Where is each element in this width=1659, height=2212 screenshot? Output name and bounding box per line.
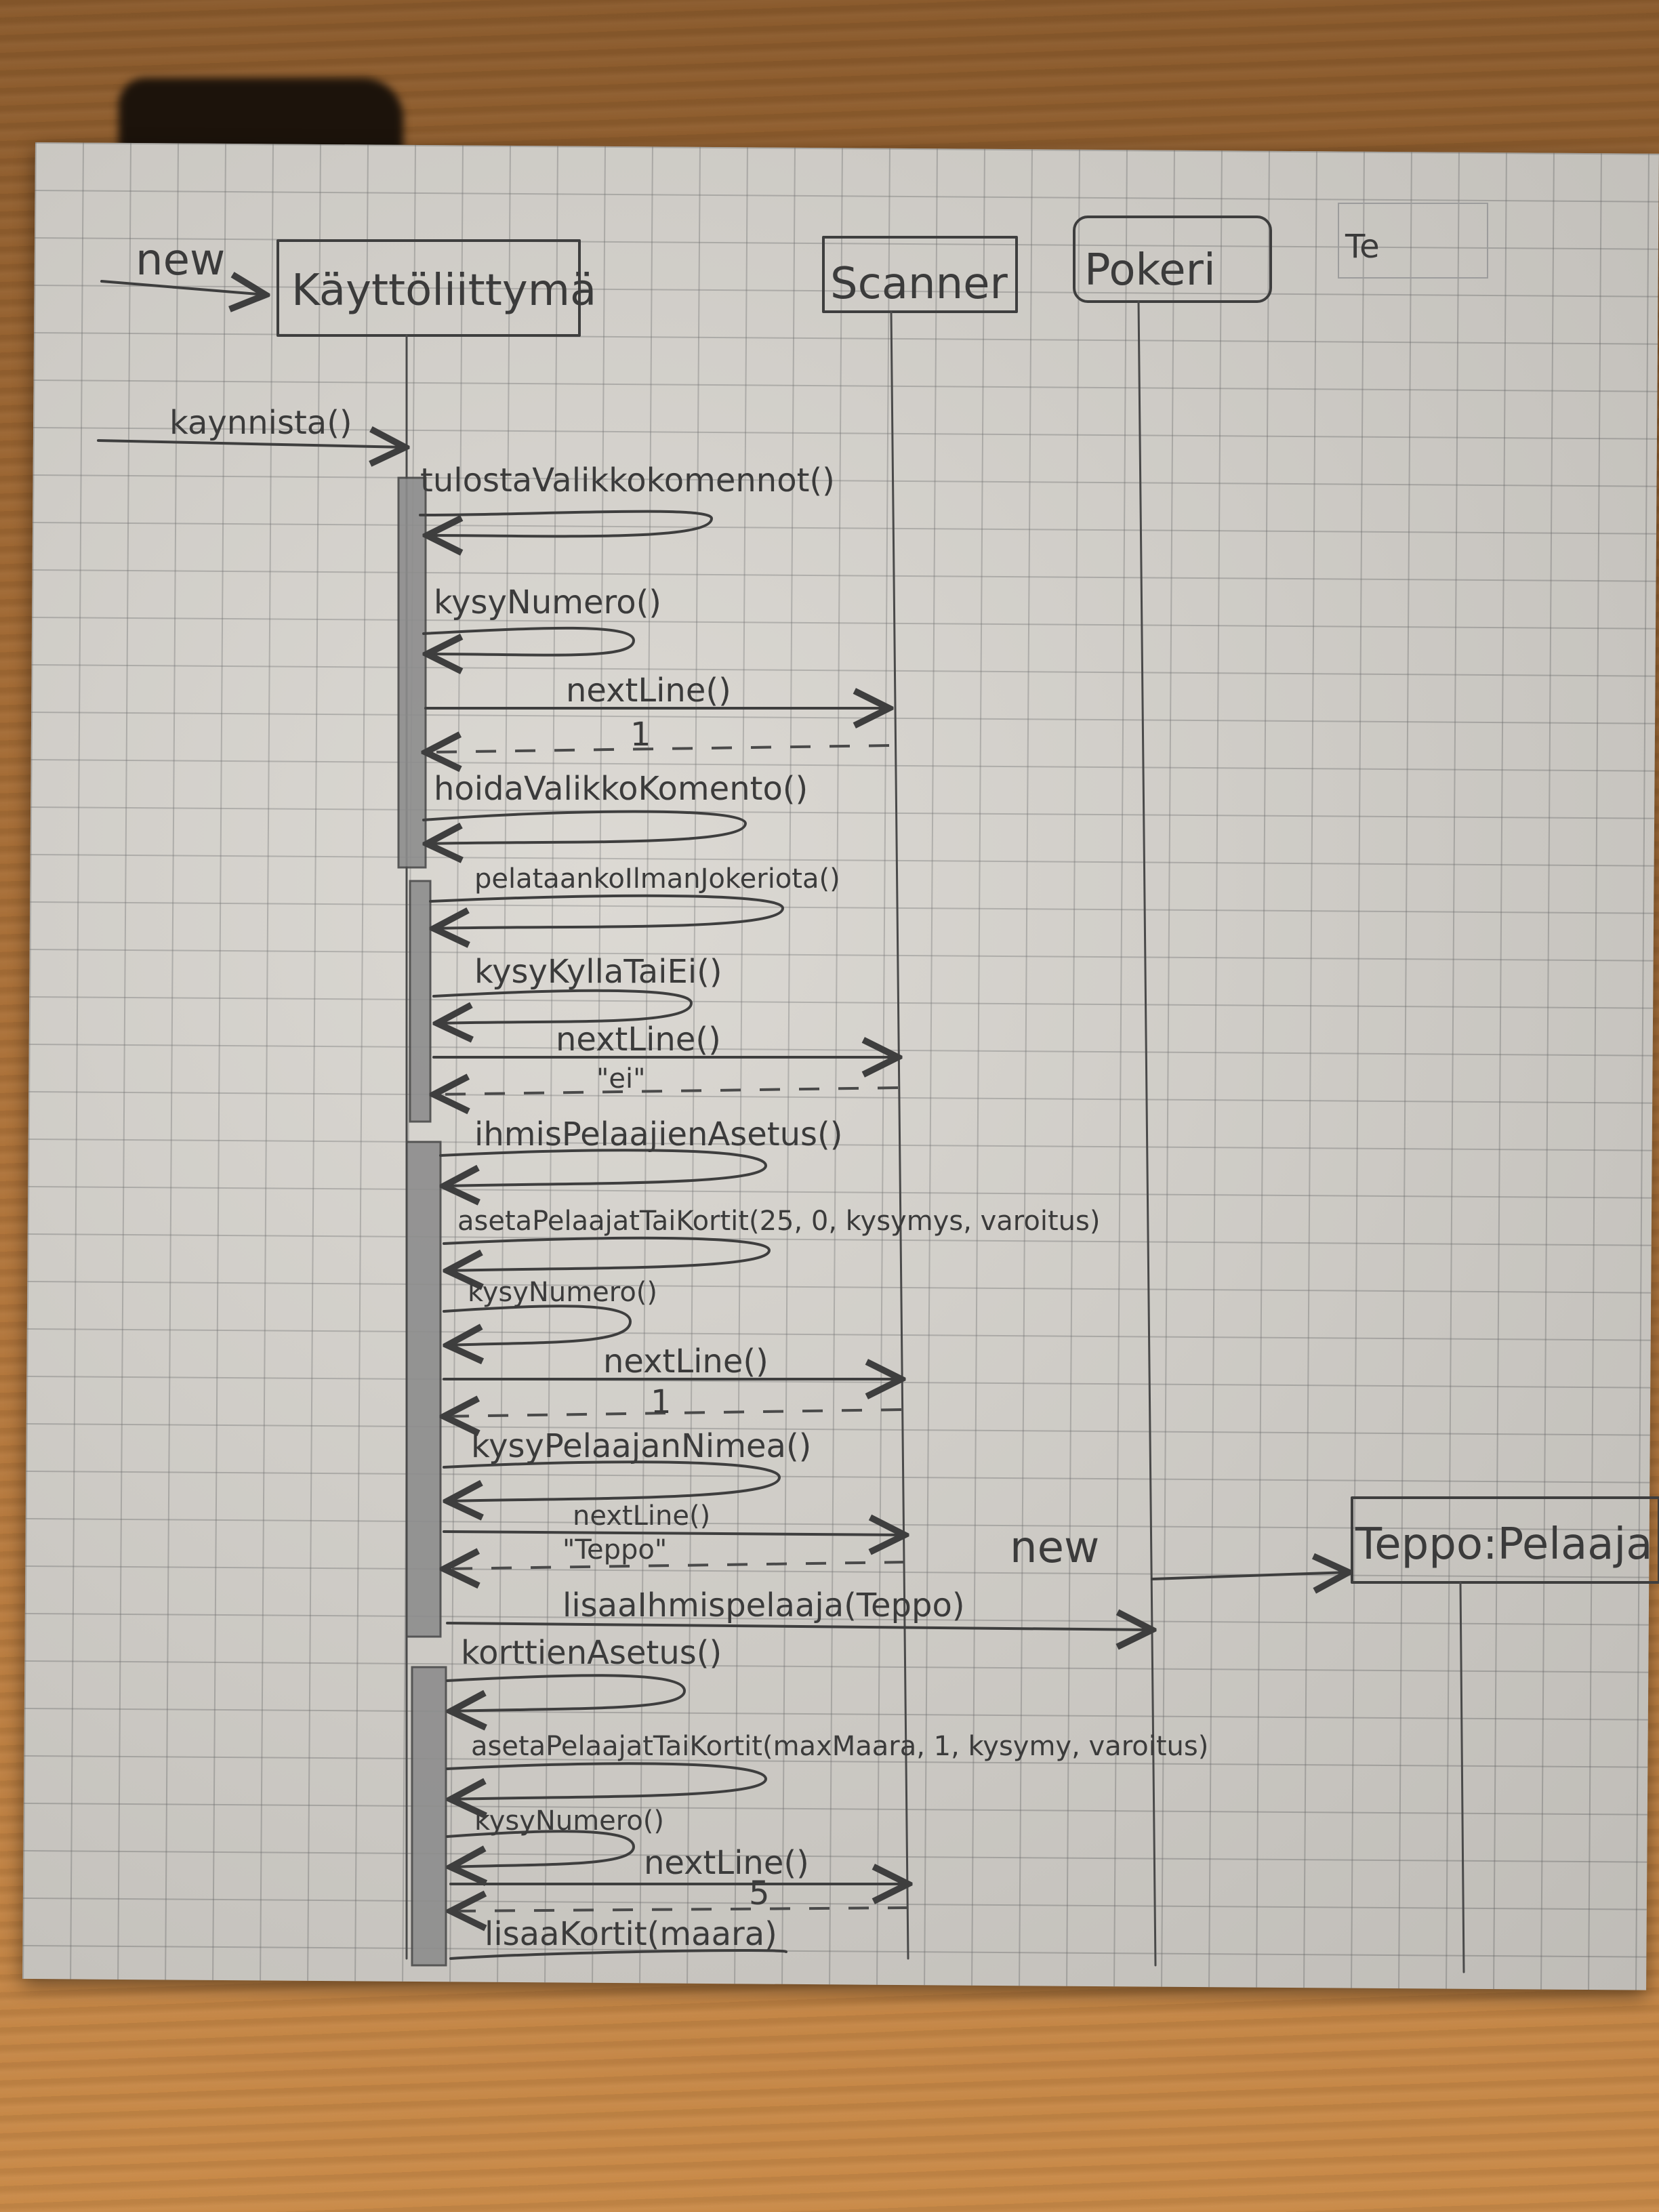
message-label-nextLine-4: nextLine()	[573, 1500, 710, 1532]
return-arrow-5	[451, 1908, 909, 1911]
message-label-ihmisPelaajienAsetus: ihmisPelaajienAsetus()	[474, 1115, 843, 1153]
message-label-nextLine-3: nextLine()	[603, 1343, 769, 1380]
lifeline-scanner: Scanner	[822, 236, 1018, 1960]
create-label-teppo: new	[1010, 1523, 1099, 1573]
create-arrow-kayttoliittyma	[100, 281, 266, 295]
self-call-kysyNumero-2	[444, 1305, 632, 1345]
return-arrow-2	[434, 1088, 899, 1094]
return-label-3: 1	[651, 1383, 672, 1421]
self-call-pelataankoIlman	[430, 894, 784, 928]
self-call-hoidaValikkoKomento	[424, 810, 747, 844]
self-call-asetaPelaajat-1	[444, 1236, 771, 1271]
lifeline-pokeri: Pokeri	[1073, 216, 1272, 1967]
message-label-tulostaValikkokomennot: tulostaValikkokomennot()	[420, 462, 835, 499]
create-label: new	[136, 235, 225, 285]
lifeline-label-pokeri: Pokeri	[1084, 245, 1216, 295]
message-label-pelataankoIlman: pelataankoIlmanJokeriota()	[474, 863, 840, 895]
self-call-tulostaValikkokomennot	[419, 510, 713, 537]
self-call-kysyNumero-3	[447, 1830, 635, 1867]
message-label-nextLine-5: nextLine()	[644, 1844, 809, 1882]
message-label-kysyNumero-2: kysyNumero()	[468, 1277, 657, 1308]
self-call-kysyKyllaTaiEi	[434, 989, 693, 1023]
message-arrow-nextLine-4	[443, 1532, 905, 1535]
lifeline-box-pokeri	[1073, 216, 1272, 303]
self-call-korttienAsetus	[447, 1674, 686, 1711]
message-label-kysyNumero-1: kysyNumero()	[434, 583, 661, 621]
lifeline-line-pokeri	[1137, 300, 1157, 1967]
create-arrow-teppo	[1151, 1572, 1349, 1579]
return-arrow-3	[444, 1410, 902, 1416]
message-label-kaynnista: kaynnista()	[169, 404, 352, 442]
message-arrow-kaynnista	[97, 441, 405, 447]
activation-bar-3	[405, 1141, 442, 1638]
message-label-nextLine-2: nextLine()	[556, 1021, 721, 1059]
return-label-2: "ei"	[596, 1063, 646, 1094]
faint-text-top-right: Te	[1345, 228, 1380, 266]
activation-bar-2	[409, 880, 432, 1123]
self-call-kysyNumero-1	[422, 626, 635, 655]
return-label-5: 5	[749, 1875, 770, 1912]
return-arrow-4	[444, 1562, 905, 1569]
return-label-4: "Teppo"	[562, 1534, 667, 1565]
message-label-kysyPelaajanNimea: kysyPelaajanNimea()	[471, 1427, 811, 1465]
faint-box-top-right	[1338, 203, 1488, 279]
message-arrow-lisaaIhmispelaaja	[446, 1623, 1152, 1630]
message-label-asetaPelaajat-2: asetaPelaajatTaiKortit(maxMaara, 1, kysy…	[471, 1731, 1208, 1762]
self-call-kysyPelaajanNimea	[444, 1460, 781, 1501]
return-label-1: 1	[630, 716, 651, 754]
message-label-korttienAsetus: korttienAsetus()	[461, 1634, 722, 1672]
lifeline-teppo: Teppo:Pelaaja	[1351, 1496, 1659, 1973]
message-label-lisaaIhmispelaaja: lisaaIhmispelaaja(Teppo)	[562, 1586, 965, 1624]
message-label-kysyKyllaTaiEi: kysyKyllaTaiEi()	[474, 953, 722, 991]
lifeline-label-scanner: Scanner	[830, 259, 1008, 309]
self-call-asetaPelaajat-2	[447, 1762, 767, 1799]
lifeline-label-teppo: Teppo:Pelaaja	[1355, 1519, 1652, 1570]
lifeline-line-teppo	[1459, 1581, 1465, 1973]
lifeline-label-kayttoliittyma: Käyttöliittymä	[291, 266, 596, 316]
self-call-ihmisPelaajienAsetus	[441, 1149, 767, 1186]
message-label-asetaPelaajat-1: asetaPelaajatTaiKortit(25, 0, kysymys, v…	[457, 1206, 1100, 1237]
lifeline-line-scanner	[890, 310, 909, 1960]
lifeline-box-scanner	[822, 236, 1018, 313]
message-label-lisaaKortit: lisaaKortit(maara)	[485, 1915, 777, 1953]
self-call-lisaaKortit	[449, 1949, 787, 1960]
activation-bar-4	[411, 1666, 447, 1967]
lifeline-box-teppo	[1351, 1496, 1659, 1584]
activation-bar-1	[397, 476, 427, 869]
message-label-kysyNumero-3: kysyNumero()	[474, 1805, 664, 1837]
message-label-nextLine-1: nextLine()	[566, 672, 731, 710]
return-arrow-1	[426, 745, 890, 752]
lifeline-box-kayttoliittyma	[276, 239, 581, 337]
message-label-hoidaValikkoKomento: hoidaValikkoKomento()	[434, 770, 808, 808]
